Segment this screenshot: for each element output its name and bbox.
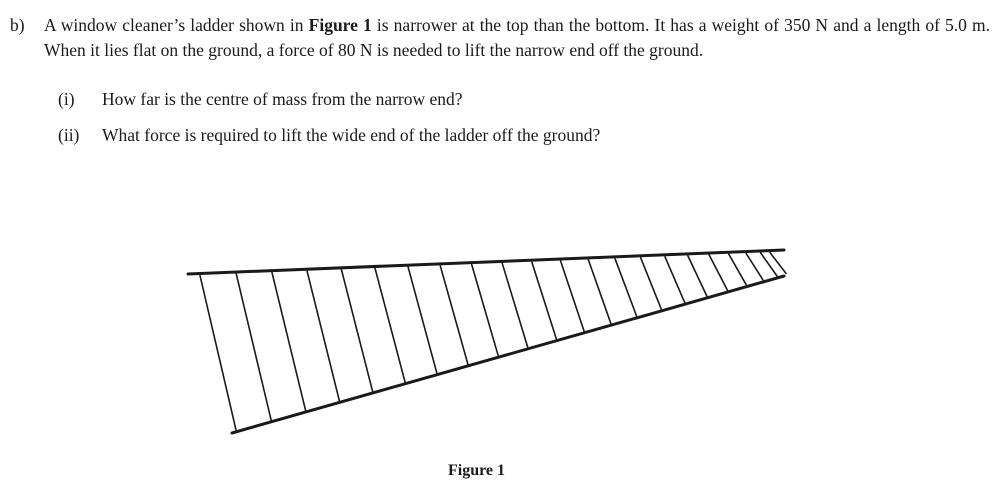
ladder-rung — [727, 253, 748, 286]
sub-question-label: (i) — [58, 89, 75, 109]
intro-after: is narrower at the top than the bottom. … — [44, 15, 990, 60]
ladder-rung — [614, 257, 638, 317]
ladder-rung — [271, 271, 307, 411]
sub-question-list: (i) How far is the centre of mass from t… — [58, 87, 990, 159]
question-intro: b) A window cleaner’s ladder shown in Fi… — [10, 13, 990, 63]
ladder-rung — [708, 254, 729, 291]
ladder-rung — [639, 256, 663, 310]
ladder-rung — [199, 274, 237, 431]
ladder-rung — [759, 252, 778, 277]
ladder-rung — [769, 251, 787, 275]
ladder-rung — [664, 255, 686, 304]
ladder-rung — [439, 264, 469, 365]
ladder-rung — [306, 270, 341, 402]
ladder-rung — [501, 262, 529, 348]
question-b: b) A window cleaner’s ladder shown in Fi… — [10, 13, 990, 159]
ladder-rung — [745, 252, 764, 281]
ladder-bottom-rail — [230, 274, 786, 435]
ladder-rung — [559, 260, 585, 332]
figure-caption: Figure 1 — [448, 462, 506, 479]
ladder-rung — [235, 273, 272, 421]
ladder-rung — [407, 266, 438, 374]
sub-question-text: What force is required to lift the wide … — [102, 125, 601, 145]
ladder-top-rail — [186, 248, 786, 276]
sub-question-ii: (ii) What force is required to lift the … — [58, 123, 990, 159]
figure-reference: Figure 1 — [308, 15, 372, 35]
question-label: b) — [10, 15, 25, 35]
ladder-rungs — [199, 251, 787, 431]
ladder-rung — [340, 268, 374, 392]
intro-before: A window cleaner’s ladder shown in — [44, 15, 309, 35]
ladder-drawing — [186, 248, 787, 435]
sub-question-text: How far is the centre of mass from the n… — [102, 89, 463, 109]
ladder-rung — [687, 255, 708, 297]
ladder-rung — [587, 259, 612, 325]
ladder-rung — [470, 263, 499, 357]
question-text: A window cleaner’s ladder shown in Figur… — [44, 13, 990, 63]
sub-question-label: (ii) — [58, 125, 80, 145]
ladder-rung — [531, 261, 558, 340]
ladder-rung — [374, 267, 406, 383]
sub-question-i: (i) How far is the centre of mass from t… — [58, 87, 990, 123]
